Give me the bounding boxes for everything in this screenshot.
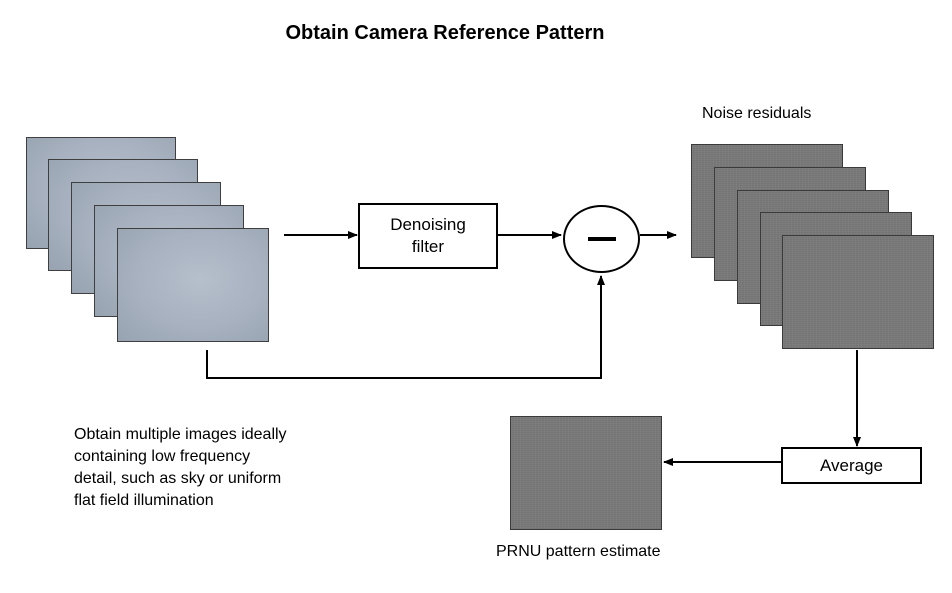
denoising-filter-label-line1: Denoising <box>390 215 466 234</box>
noise-residual-5 <box>782 235 934 349</box>
average-label: Average <box>819 455 883 475</box>
prnu-estimate-image <box>510 416 662 530</box>
minus-icon <box>588 237 616 241</box>
input-description: Obtain multiple images ideally containin… <box>74 426 287 509</box>
diagram-title: Obtain Camera Reference Pattern <box>285 22 605 44</box>
input-image-5 <box>117 228 269 342</box>
noise-residuals-label: Noise residuals <box>702 105 812 122</box>
arrow-images-bypass <box>206 275 605 379</box>
average-box: Average <box>781 447 922 484</box>
denoising-filter-box: Denoising filter <box>358 203 498 269</box>
denoising-filter-label-line2: filter <box>411 237 445 256</box>
subtract-node <box>563 205 640 273</box>
prnu-estimate-label: PRNU pattern estimate <box>496 543 661 560</box>
